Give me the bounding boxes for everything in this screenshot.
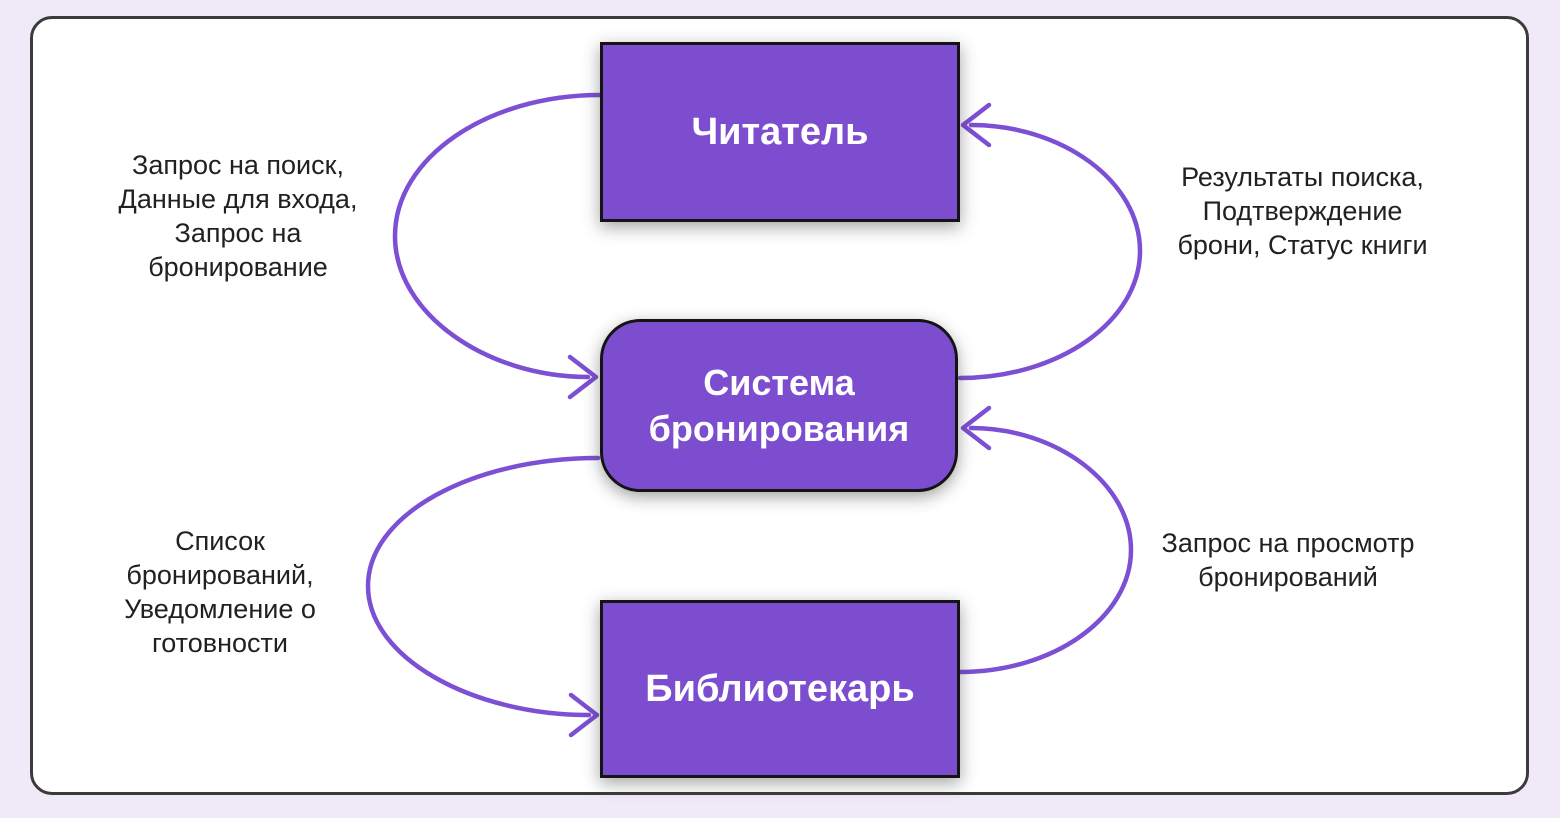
node-booking-system: Система бронирования	[600, 319, 958, 492]
node-librarian: Библиотекарь	[600, 600, 960, 778]
node-reader: Читатель	[600, 42, 960, 222]
edge-label-reader-to-system: Запрос на поиск, Данные для входа, Запро…	[118, 150, 358, 282]
edge-label-system-to-reader: Результаты поиска, Подтверждение брони, …	[1177, 162, 1428, 260]
edge-label-system-to-librarian: Список бронирований, Уведомление о готов…	[124, 526, 316, 658]
edge-label-librarian-to-system: Запрос на просмотр бронирований	[1161, 528, 1415, 592]
